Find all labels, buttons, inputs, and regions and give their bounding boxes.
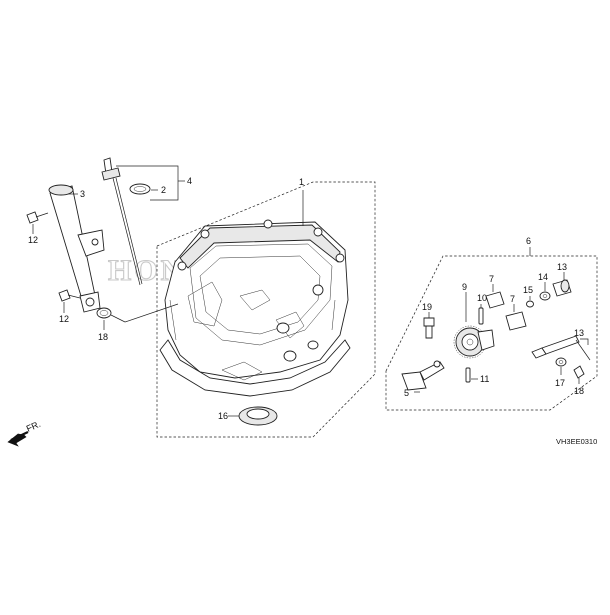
governor-spring-pin [573, 365, 585, 379]
callout-15: 16 [218, 411, 228, 421]
flange-bolt-upper [26, 211, 49, 224]
callout-16: 18 [98, 332, 108, 342]
dipstick-gasket [129, 183, 151, 195]
group-box-governor [385, 255, 598, 411]
leader-tube-to-case [124, 303, 179, 323]
governor-washer [539, 291, 551, 301]
callout-4: 4 [187, 176, 192, 186]
callout-5: 5 [404, 388, 409, 398]
oil-seal [238, 406, 278, 426]
governor-clip [526, 300, 534, 308]
leader-4-bracket [116, 165, 179, 201]
governor-pin-lower [465, 367, 471, 383]
governor-weight-right [505, 311, 527, 331]
callout-18: 18 [574, 386, 584, 396]
callout-1: 1 [299, 177, 304, 187]
callout-8: 9 [462, 282, 467, 292]
leader-11 [580, 338, 589, 345]
callout-2: 2 [161, 185, 166, 195]
governor-slider [552, 279, 572, 297]
front-direction-arrow-icon [7, 431, 29, 447]
callout-13: 14 [538, 272, 548, 282]
flange-bolt-lower [58, 289, 81, 302]
callout-9-lower: 11 [480, 374, 489, 384]
oil-filler-tube [48, 184, 105, 313]
governor-nut [555, 357, 567, 367]
crankcase-cover [159, 219, 351, 397]
callout-11: 13 [574, 328, 584, 338]
callout-3: 3 [80, 189, 85, 199]
callout-6: 6 [526, 236, 531, 246]
o-ring [96, 307, 112, 319]
callout-19: 19 [422, 302, 432, 312]
callout-10: 13 [557, 262, 567, 272]
leader-16-to-case [110, 314, 126, 323]
callout-12-upper: 12 [28, 235, 38, 245]
dipstick [101, 157, 143, 286]
governor-weight-left [485, 291, 505, 309]
callout-14: 15 [523, 285, 533, 295]
governor-gear [453, 325, 495, 359]
callout-12-lower: 12 [59, 314, 69, 324]
governor-shaft-bolt [423, 317, 435, 339]
callout-7-left: 7 [489, 274, 494, 284]
governor-arm-shaft [531, 335, 591, 361]
group-box-crankcase [156, 181, 376, 438]
callout-7-right: 7 [510, 294, 515, 304]
governor-arm-holder [401, 360, 445, 391]
callout-17: 17 [555, 378, 565, 388]
diagram-code: VH3EE0310 [556, 437, 597, 446]
governor-pin-upper [478, 307, 484, 325]
front-direction-label: FR. [25, 419, 42, 434]
callout-9-upper: 10 [477, 293, 487, 303]
